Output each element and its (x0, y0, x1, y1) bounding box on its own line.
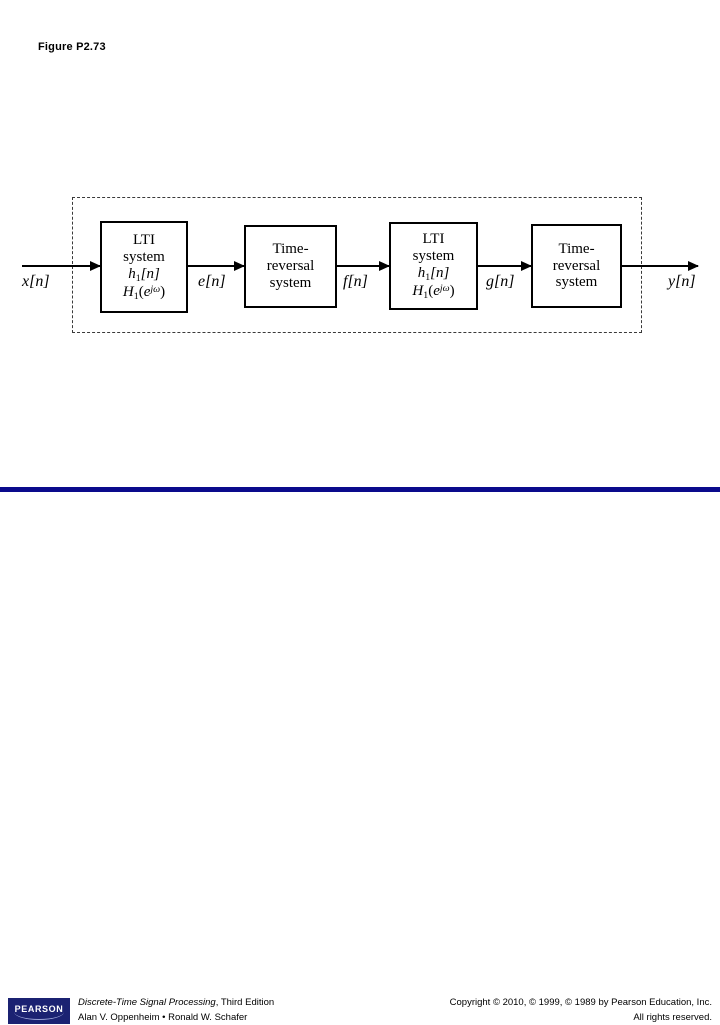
H-symbol: H (122, 284, 134, 301)
book-edition: , Third Edition (215, 997, 275, 1008)
H-e-symbol: e (433, 283, 440, 300)
H-exponent: jω (439, 282, 450, 294)
book-citation: Discrete-Time Signal Processing, Third E… (78, 996, 274, 1025)
pearson-logo-swoosh-icon (14, 1012, 64, 1020)
figure-diagram: LTI system h1[n] H1(ejω) Time- reversal … (0, 0, 720, 480)
block-time-reversal-2: Time- reversal system (531, 224, 622, 308)
block-rev-2-line-reversal: reversal (552, 257, 601, 274)
footer: PEARSON Discrete-Time Signal Processing,… (0, 492, 720, 1024)
pearson-logo: PEARSON (8, 998, 70, 1024)
h-brackets: [n] (140, 265, 160, 282)
arrow-signal-e (188, 265, 244, 268)
h-symbol: h (128, 265, 136, 282)
H-e-symbol: e (143, 284, 151, 301)
H-open-paren: ( (138, 284, 144, 301)
signal-e-brackets: [n] (205, 273, 226, 290)
signal-g-brackets: [n] (494, 273, 515, 290)
block-rev-2-line-time: Time- (558, 240, 595, 257)
H-subscript: 1 (133, 290, 139, 302)
block-lti-2-impulse-response: h1[n] (418, 265, 450, 283)
signal-g-base: g (486, 273, 494, 290)
H-subscript: 1 (423, 289, 429, 301)
footer-divider-rule (0, 487, 720, 492)
signal-label-f: f[n] (343, 273, 368, 291)
arrow-output-y (622, 265, 698, 268)
book-authors: Alan V. Oppenheim • Ronald W. Schafer (78, 1011, 248, 1023)
block-lti-1-line-system: system (123, 248, 165, 265)
book-title: Discrete-Time Signal Processing (78, 997, 216, 1008)
h-brackets: [n] (430, 264, 450, 281)
block-lti-system-1: LTI system h1[n] H1(ejω) (100, 221, 188, 313)
signal-label-e: e[n] (198, 273, 226, 291)
signal-f-brackets: [n] (347, 273, 368, 290)
copyright-line-2: All rights reserved. (633, 1011, 712, 1023)
arrow-signal-g (478, 265, 531, 268)
signal-label-g: g[n] (486, 273, 514, 291)
block-lti-system-2: LTI system h1[n] H1(ejω) (389, 222, 478, 310)
H-close-paren: ) (160, 284, 166, 301)
block-time-reversal-1: Time- reversal system (244, 225, 337, 308)
copyright-notice: Copyright © 2010, © 1999, © 1989 by Pear… (450, 996, 712, 1025)
H-close-paren: ) (449, 283, 455, 300)
page-title: Figure P2.73 (38, 41, 106, 53)
block-lti-1-frequency-response: H1(ejω) (123, 284, 165, 302)
block-rev-2-line-system: system (555, 274, 598, 291)
block-lti-1-line-lti: LTI (133, 232, 155, 249)
book-title-line: Discrete-Time Signal Processing, Third E… (78, 996, 274, 1011)
signal-x-base: x (22, 273, 30, 290)
signal-x-brackets: [n] (29, 273, 50, 290)
signal-y-brackets: [n] (675, 273, 696, 290)
block-lti-1-impulse-response: h1[n] (128, 266, 160, 284)
block-rev-1-line-time: Time- (272, 241, 309, 258)
signal-label-y: y[n] (668, 273, 696, 291)
block-lti-2-line-lti: LTI (422, 231, 445, 248)
copyright-line-1: Copyright © 2010, © 1999, © 1989 by Pear… (449, 997, 712, 1008)
H-open-paren: ( (428, 283, 434, 300)
h-subscript: 1 (425, 271, 431, 283)
signal-f-base: f (343, 273, 348, 290)
signal-e-base: e (198, 273, 206, 290)
arrow-signal-f (337, 265, 389, 268)
block-lti-2-frequency-response: H1(ejω) (412, 283, 454, 301)
H-symbol: H (412, 283, 424, 300)
signal-label-x: x[n] (22, 273, 50, 291)
h-subscript: 1 (135, 272, 141, 284)
block-lti-2-line-system: system (412, 247, 455, 264)
H-exponent: jω (150, 283, 161, 295)
arrow-input-x (22, 265, 100, 268)
h-symbol: h (417, 264, 426, 281)
block-rev-1-line-system: system (269, 274, 312, 291)
signal-y-base: y (668, 273, 676, 290)
block-rev-1-line-reversal: reversal (266, 258, 315, 275)
